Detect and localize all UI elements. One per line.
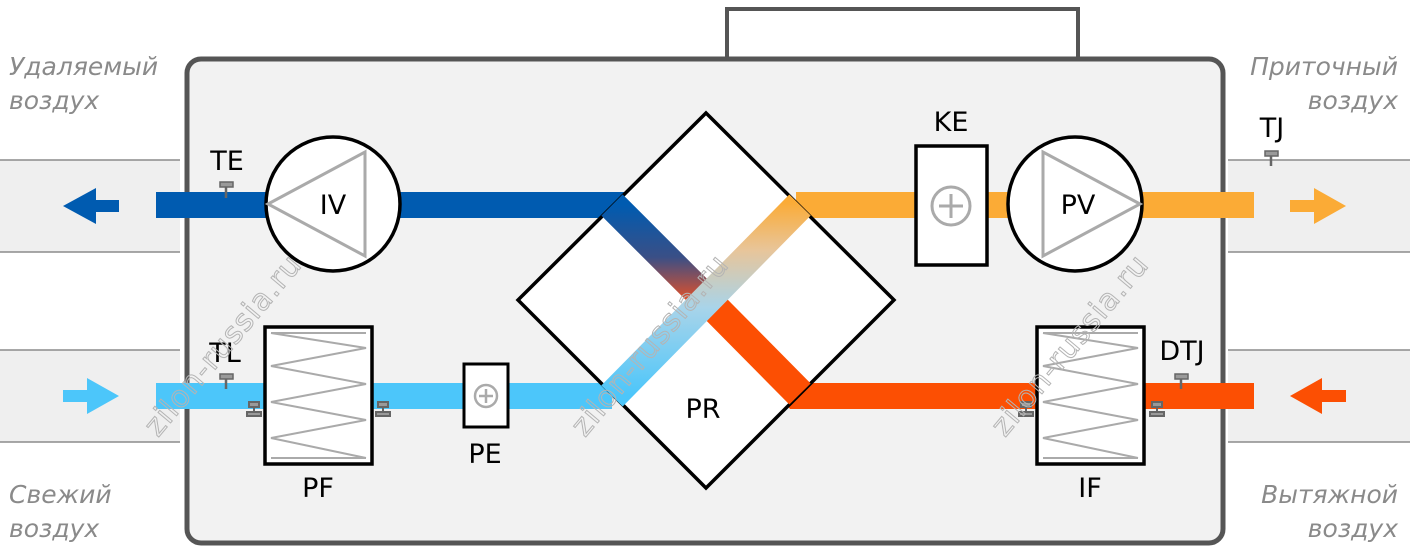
exhaust-fan-triangle-icon bbox=[264, 149, 367, 259]
pressure-tap-icon bbox=[246, 401, 1165, 417]
fresh-temp-label: TL bbox=[208, 338, 241, 369]
exhaust-temp-label: TE bbox=[209, 146, 244, 177]
exhaust-arrow-left-icon bbox=[63, 188, 119, 224]
fresh-temp-sensor: TL bbox=[208, 338, 241, 389]
exhaust-air-label-line2: воздух bbox=[9, 86, 100, 115]
recuperator-label: PR bbox=[685, 394, 720, 425]
exhaust-temp-sensor: TE bbox=[209, 146, 244, 198]
preheater: PE bbox=[462, 362, 510, 470]
exhaust-fan-label: IV bbox=[320, 190, 347, 221]
fresh-air-label: Свежий воздух bbox=[9, 478, 112, 546]
supply-air-label: Приточный воздух bbox=[1250, 50, 1398, 118]
supply-fan-triangle-icon bbox=[1041, 149, 1144, 259]
automation-box bbox=[725, 7, 1080, 63]
supply-through-recuperator bbox=[601, 194, 811, 407]
exhaust-air-label: Удаляемый воздух bbox=[9, 50, 158, 118]
supply-fan: PV bbox=[1006, 135, 1144, 273]
extract-filter-pleats-icon bbox=[1042, 332, 1139, 459]
extract-arrow-left-icon bbox=[1290, 378, 1346, 414]
exhaust-through-recuperator bbox=[601, 194, 719, 312]
preheater-label: PE bbox=[468, 439, 501, 470]
supply-filter-label: PF bbox=[302, 473, 334, 504]
heater-label: KE bbox=[934, 107, 969, 138]
supply-filter-pleats-icon bbox=[270, 332, 367, 459]
exhaust-fan: IV bbox=[264, 135, 402, 273]
fresh-air-label-line2: воздух bbox=[9, 514, 100, 543]
preheater-plus-icon bbox=[473, 383, 499, 409]
extract-air-label-line2: воздух bbox=[1307, 514, 1398, 543]
extract-air-label: Вытяжной воздух bbox=[1261, 478, 1398, 546]
extract-air-label-line1: Вытяжной bbox=[1261, 480, 1398, 509]
supply-temp-sensor: TJ bbox=[1259, 113, 1284, 166]
extract-through-recuperator bbox=[697, 290, 811, 405]
fresh-arrow-right-icon bbox=[63, 378, 119, 414]
extract-temp-label: DTJ bbox=[1159, 336, 1204, 367]
supply-arrow-right-icon bbox=[1290, 188, 1346, 224]
extract-temp-sensor: DTJ bbox=[1159, 336, 1205, 389]
supply-fan-label: PV bbox=[1061, 190, 1096, 221]
heater: KE bbox=[914, 107, 989, 267]
supply-filter: PF bbox=[263, 325, 374, 504]
supply-temp-label: TJ bbox=[1259, 113, 1284, 144]
supply-air-label-line2: воздух bbox=[1307, 86, 1398, 115]
heater-plus-icon bbox=[930, 185, 972, 227]
exhaust-air-label-line1: Удаляемый bbox=[9, 52, 159, 81]
supply-air-label-line1: Приточный bbox=[1250, 52, 1398, 81]
extract-filter: IF bbox=[1035, 325, 1146, 504]
extract-filter-label: IF bbox=[1078, 473, 1102, 504]
fresh-air-label-line1: Свежий bbox=[9, 480, 112, 509]
